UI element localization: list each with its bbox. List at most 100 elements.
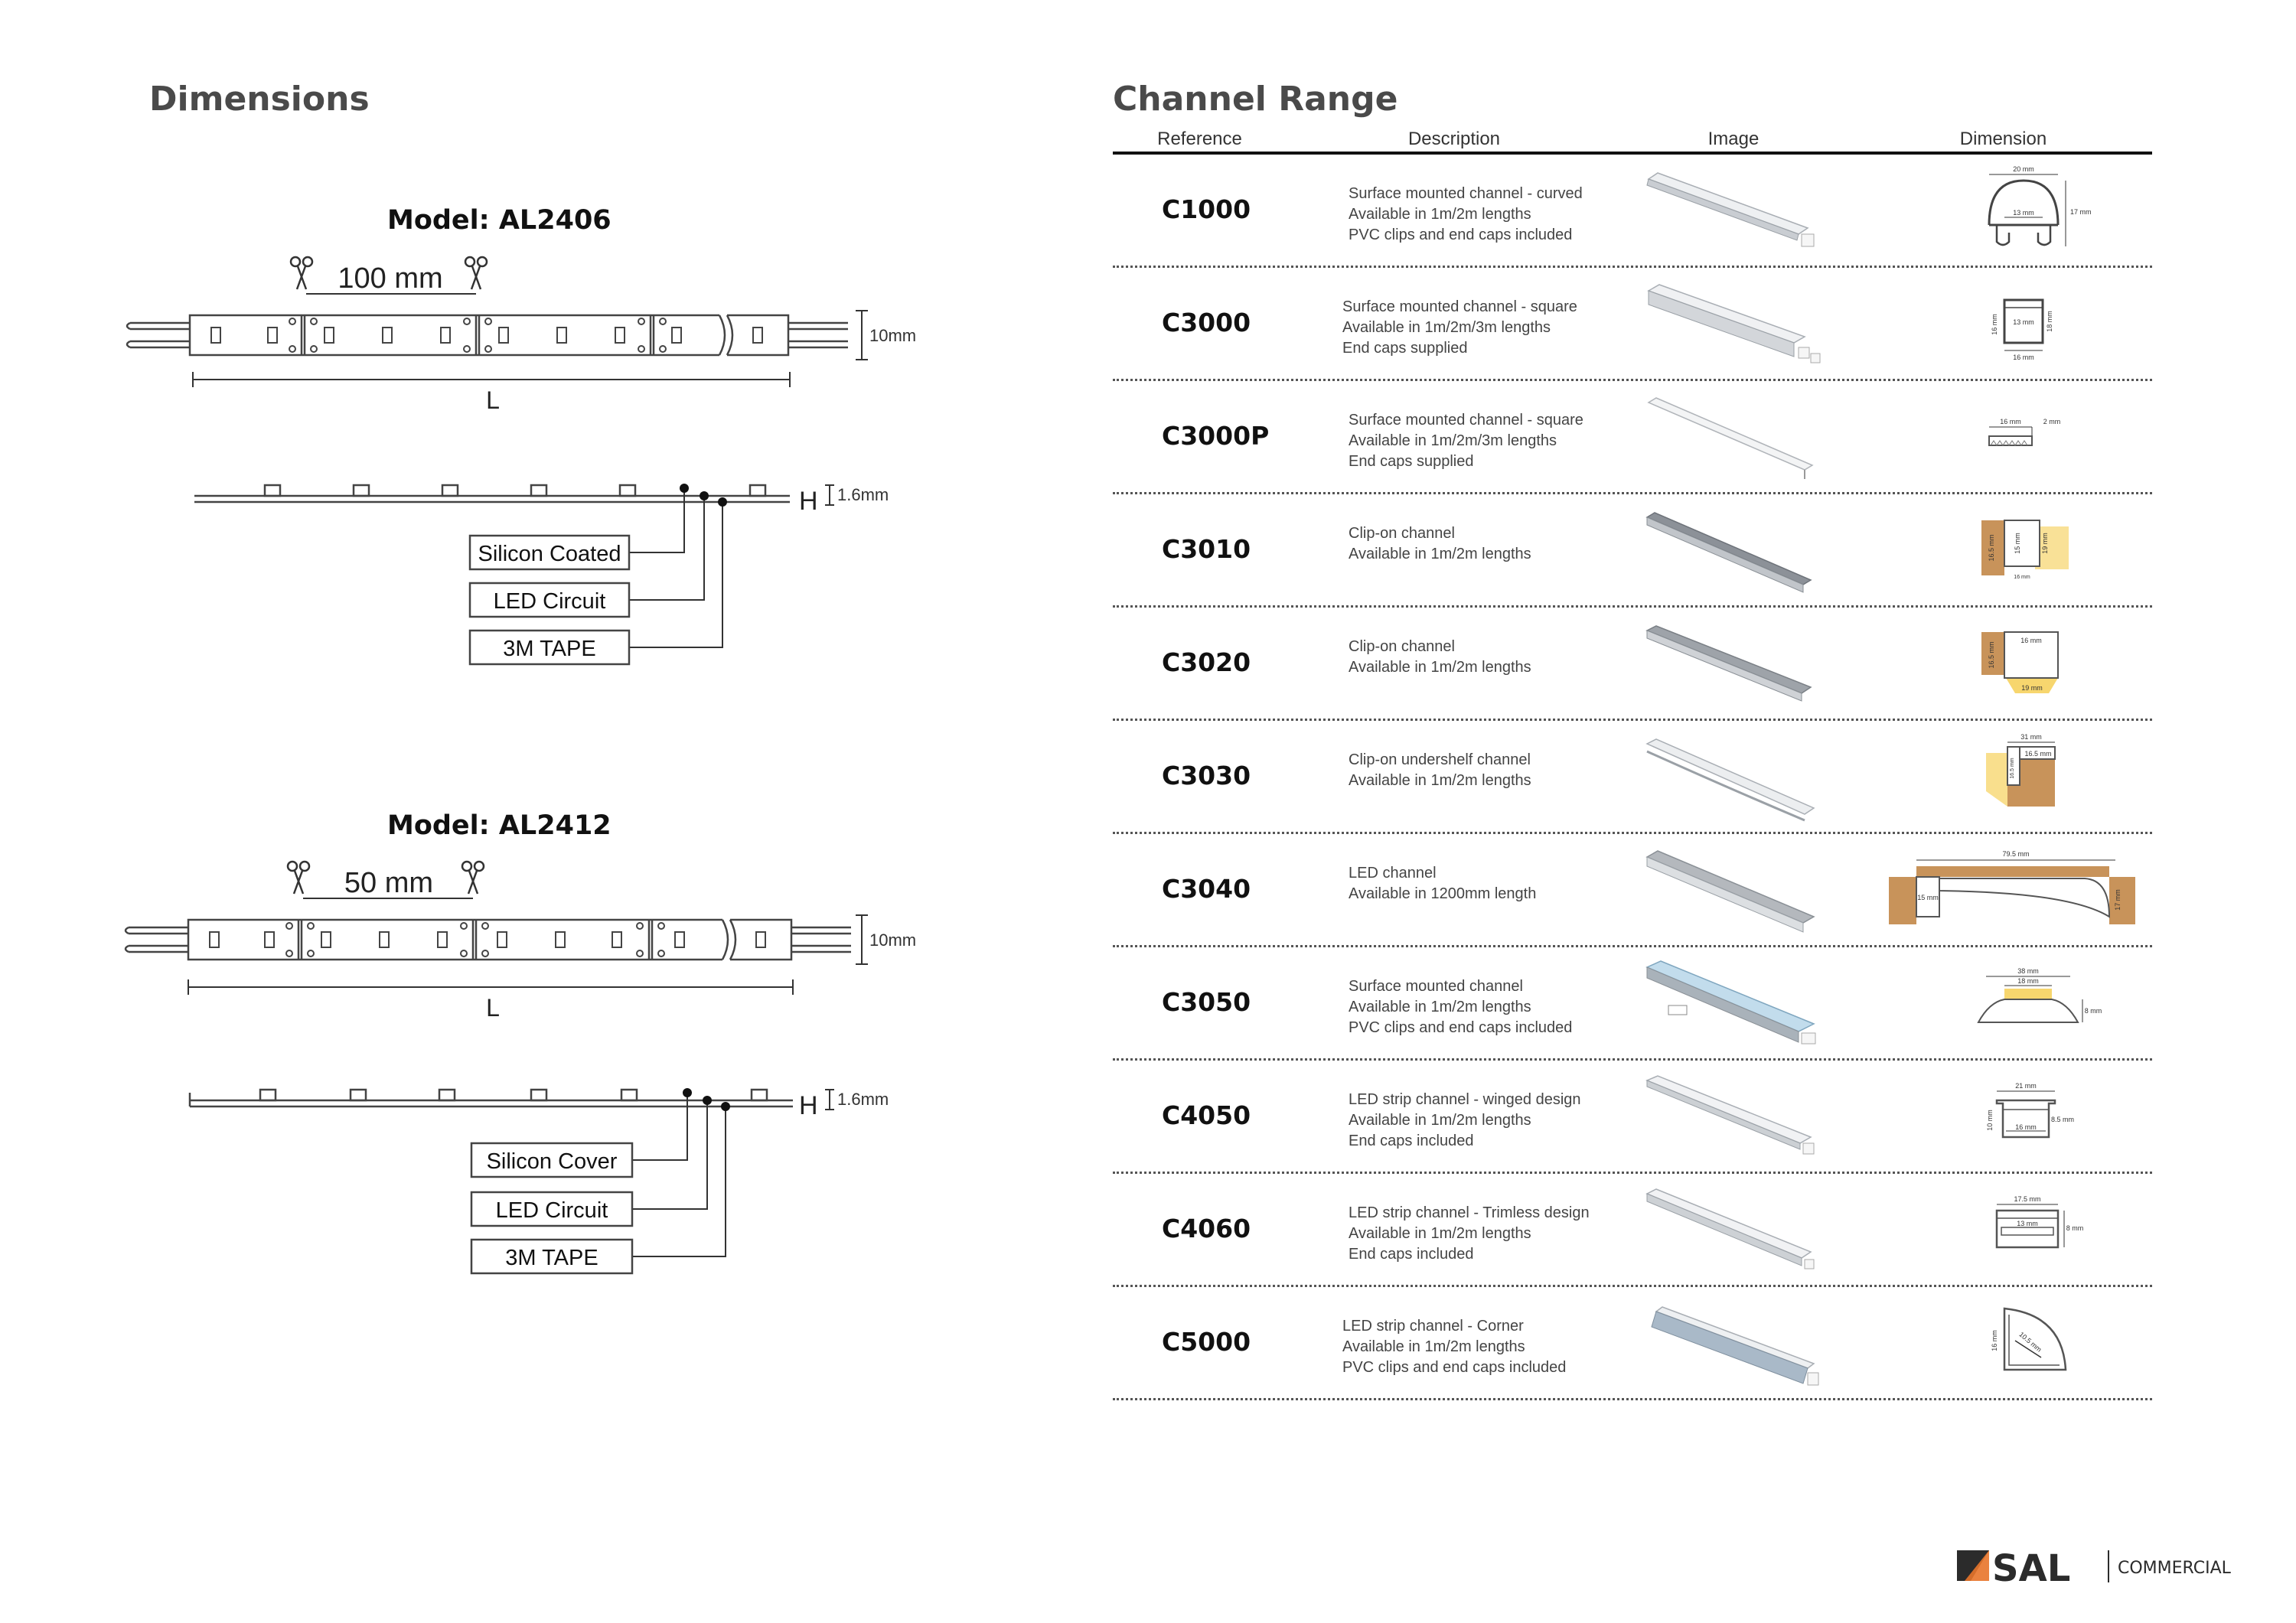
- flat-channel-image: [1641, 393, 1825, 484]
- svg-text:16.5 mm: 16.5 mm: [1988, 641, 1995, 668]
- svg-text:19 mm: 19 mm: [2021, 684, 2043, 692]
- table-row: C1000 Surface mounted channel - curved A…: [1113, 155, 2152, 268]
- channel-reference: C1000: [1162, 194, 1251, 224]
- svg-text:16.5 mm: 16.5 mm: [1988, 534, 1995, 561]
- svg-text:8 mm: 8 mm: [2066, 1224, 2084, 1232]
- svg-text:10 mm: 10 mm: [1986, 1110, 1994, 1131]
- strip-length-label: L: [486, 994, 500, 1022]
- svg-text:16 mm: 16 mm: [2013, 354, 2034, 361]
- undershelf-profile-dimension: 31 mm 16.5 mm 16.5 mm: [1943, 730, 2112, 825]
- winged-profile-dimension: 21 mm 10 mm 16 mm 8.5 mm: [1943, 1070, 2112, 1165]
- table-row: C3030 Clip-on undershelf channel Availab…: [1113, 721, 2152, 834]
- corner-profile-dimension: 16 mm 10.5 mm: [1943, 1296, 2112, 1391]
- layer-label-silicon: Silicon Coated: [478, 542, 621, 566]
- curved-profile-dimension: 20 mm 13 mm 17 mm: [1943, 164, 2112, 259]
- model-al2406-title: Model: AL2406: [387, 205, 612, 236]
- flat-profile-dimension: 16 mm 2 mm: [1943, 390, 2112, 485]
- height-value-label: 1.6mm: [837, 1090, 889, 1109]
- svg-text:17 mm: 17 mm: [2114, 889, 2122, 911]
- table-row: C4050 LED strip channel - winged design …: [1113, 1061, 2152, 1174]
- channel-description: Clip-on channel Available in 1m/2m lengt…: [1349, 638, 1531, 676]
- svg-text:2 mm: 2 mm: [2043, 418, 2061, 425]
- svg-text:17 mm: 17 mm: [2070, 208, 2092, 216]
- brand-name: SAL: [1992, 1547, 2070, 1587]
- svg-text:16 mm: 16 mm: [1991, 1330, 1998, 1351]
- svg-text:16 mm: 16 mm: [1991, 314, 1998, 335]
- channel-description: Surface mounted channel Available in 1m/…: [1349, 978, 1573, 1036]
- channel-reference: C3030: [1162, 761, 1251, 790]
- cut-length-label: 100 mm: [338, 262, 442, 295]
- scissors-icon: [289, 256, 314, 290]
- table-row: C4060 LED strip channel - Trimless desig…: [1113, 1174, 2152, 1287]
- scissors-icon: [286, 860, 311, 895]
- channel-reference: C3020: [1162, 647, 1251, 677]
- al2406-strip-drawing: 100 mm: [122, 245, 972, 719]
- svg-text:16 mm: 16 mm: [2000, 418, 2021, 425]
- brand-division: COMMERCIAL: [2118, 1559, 2231, 1578]
- layer-label-silicon: Silicon Cover: [487, 1149, 618, 1174]
- svg-text:38 mm: 38 mm: [2017, 967, 2039, 975]
- channel-reference: C5000: [1162, 1327, 1251, 1357]
- channel-description: Surface mounted channel - square Availab…: [1342, 298, 1577, 357]
- channel-reference: C3040: [1162, 874, 1251, 904]
- svg-text:8 mm: 8 mm: [2085, 1007, 2102, 1015]
- svg-text:16 mm: 16 mm: [2015, 1123, 2037, 1131]
- svg-text:17.5 mm: 17.5 mm: [2014, 1195, 2040, 1203]
- winged-channel-image: [1641, 1073, 1825, 1163]
- svg-text:15 mm: 15 mm: [2014, 533, 2021, 554]
- channel-reference: C3050: [1162, 987, 1251, 1017]
- channel-reference: C3000: [1162, 308, 1251, 337]
- channel-description: LED channel Available in 1200mm length: [1349, 865, 1537, 902]
- trimless-profile-dimension: 17.5 mm 13 mm 8 mm: [1943, 1183, 2112, 1278]
- layer-label-circuit: LED Circuit: [494, 589, 606, 614]
- height-letter-label: H: [799, 487, 818, 516]
- curved-channel-image: [1641, 167, 1825, 257]
- undershelf-channel-image: [1641, 733, 1825, 823]
- channel-description: Clip-on channel Available in 1m/2m lengt…: [1349, 525, 1531, 562]
- channel-range-title: Channel Range: [1113, 80, 1398, 119]
- svg-text:16.5 mm: 16.5 mm: [2010, 758, 2015, 778]
- table-row: C3050 Surface mounted channel Available …: [1113, 947, 2152, 1061]
- channel-reference: C4050: [1162, 1100, 1251, 1130]
- clip-on-channel-image: [1641, 620, 1825, 710]
- al2412-strip-drawing: 50 mm 10mm: [122, 849, 972, 1324]
- svg-text:13 mm: 13 mm: [2017, 1220, 2038, 1227]
- channel-description: Clip-on undershelf channel Available in …: [1349, 751, 1531, 789]
- table-row: C3000P Surface mounted channel - square …: [1113, 381, 2152, 494]
- svg-text:13 mm: 13 mm: [2013, 209, 2034, 217]
- clip-on-profile-dimension: 16 mm 16.5 mm 19 mm: [1943, 617, 2112, 712]
- clip-on-profile-dimension: 16.5 mm 15 mm 19 mm 16 mm: [1943, 504, 2112, 598]
- model-al2412-title: Model: AL2412: [387, 810, 612, 841]
- scissors-icon: [461, 860, 485, 895]
- svg-text:16 mm: 16 mm: [2020, 637, 2042, 644]
- svg-text:16 mm: 16 mm: [2014, 575, 2030, 580]
- height-value-label: 1.6mm: [837, 485, 889, 504]
- svg-text:18 mm: 18 mm: [2046, 311, 2053, 332]
- sal-logo-mark-icon: [1957, 1550, 1989, 1581]
- layer-label-circuit: LED Circuit: [496, 1198, 608, 1223]
- svg-text:8.5 mm: 8.5 mm: [2051, 1116, 2074, 1123]
- svg-text:15 mm: 15 mm: [1917, 894, 1939, 901]
- layer-label-tape: 3M TAPE: [503, 637, 595, 661]
- scissors-icon: [464, 256, 488, 290]
- column-header-dimension: Dimension: [1959, 129, 2047, 149]
- dimensions-title: Dimensions: [149, 80, 370, 119]
- column-header-reference: Reference: [1157, 129, 1242, 149]
- channel-description: LED strip channel - Trimless design Avai…: [1349, 1204, 1590, 1263]
- height-letter-label: H: [799, 1091, 818, 1120]
- low-profile-dimension: 38 mm 18 mm 8 mm: [1943, 957, 2112, 1051]
- wide-profile-dimension: 79.5 mm 15 mm 17 mm: [1886, 843, 2138, 938]
- channel-description: LED strip channel - winged design Availa…: [1349, 1091, 1581, 1149]
- table-row: C3020 Clip-on channel Available in 1m/2m…: [1113, 608, 2152, 721]
- clip-on-channel-image: [1641, 507, 1825, 597]
- svg-text:16.5 mm: 16.5 mm: [2024, 750, 2051, 758]
- corner-channel-image: [1641, 1299, 1825, 1390]
- strip-width-label: 10mm: [869, 326, 916, 345]
- layer-label-tape: 3M TAPE: [505, 1246, 598, 1270]
- strip-length-label: L: [486, 386, 500, 414]
- svg-text:21 mm: 21 mm: [2015, 1082, 2037, 1090]
- table-row: C3000 Surface mounted channel - square A…: [1113, 268, 2152, 381]
- column-header-image: Image: [1707, 129, 1760, 149]
- table-row: C3010 Clip-on channel Available in 1m/2m…: [1113, 494, 2152, 608]
- table-row: C3040 LED channel Available in 1200mm le…: [1113, 834, 2152, 947]
